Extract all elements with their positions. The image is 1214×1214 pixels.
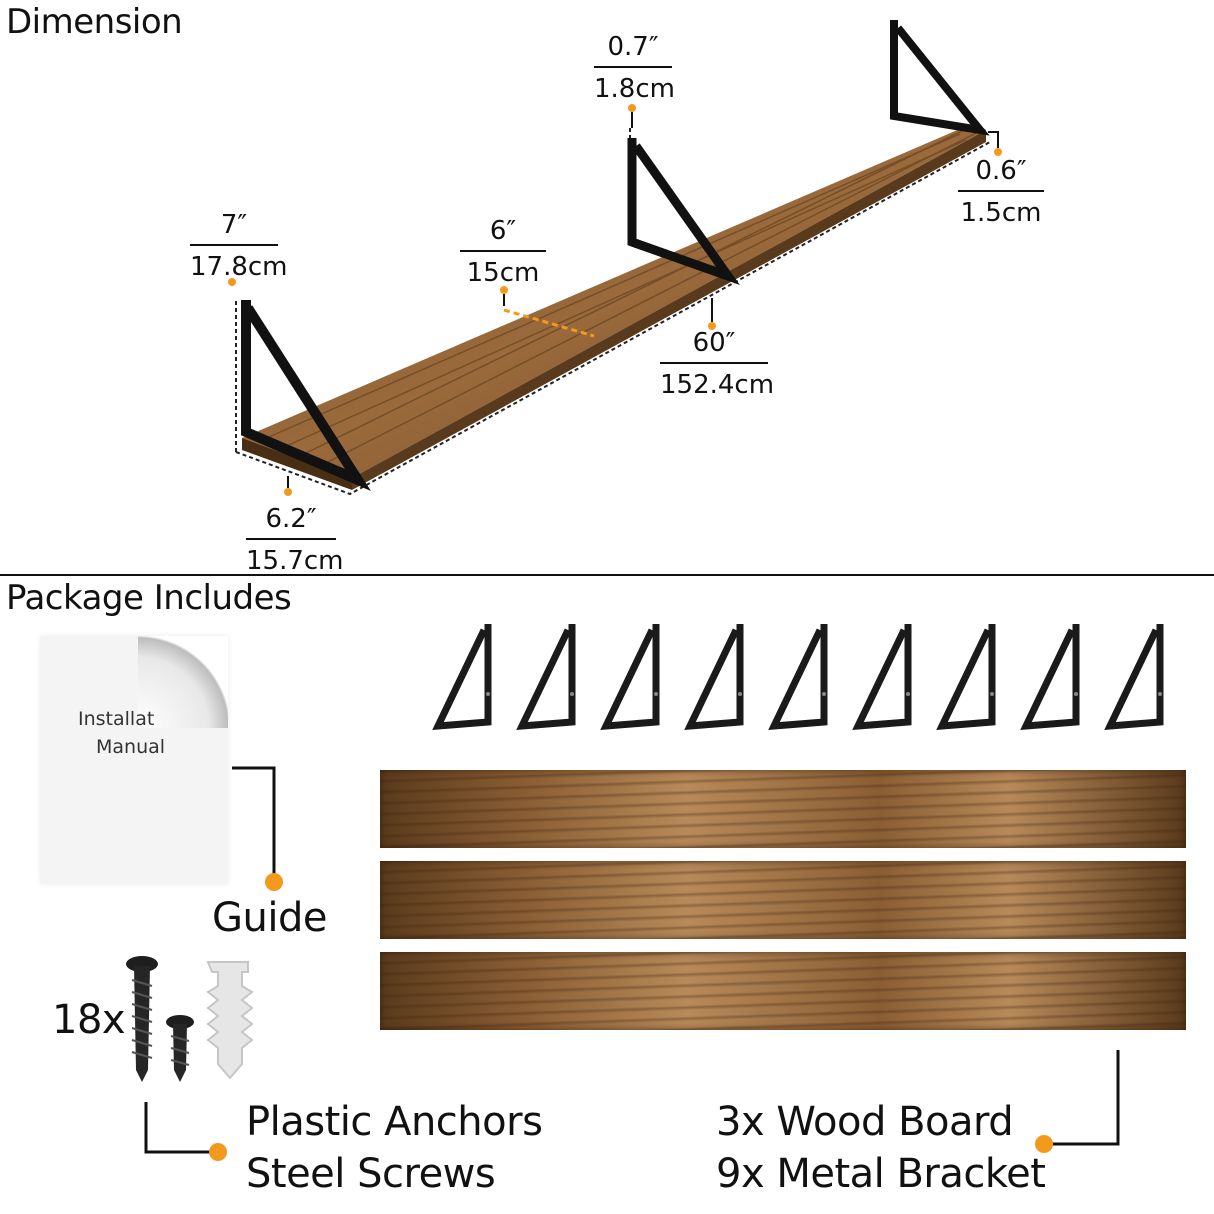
board-labels: 3x Wood Board 9x Metal Bracket [716,1096,1046,1200]
wood-board [380,770,1186,848]
plastic-anchors-label: Plastic Anchors [246,1099,543,1145]
metal-bracket-icon [516,624,576,730]
long-screw-icon [126,956,158,1082]
package-title: Package Includes [6,578,292,618]
hardware-count: 18x [52,997,126,1043]
metal-bracket-icon [936,624,996,730]
wood-board-label: 3x Wood Board [716,1099,1014,1145]
section-divider [0,574,1214,576]
dim-depth: 6″ 15cm [460,218,546,286]
dim-end-thickness: 0.6″ 1.5cm [958,158,1044,226]
installation-manual: Installat Manual [40,636,228,884]
dim-top-thickness: 0.7″ 1.8cm [594,32,675,104]
wood-board [380,952,1186,1030]
wood-board [380,861,1186,939]
guide-label: Guide [212,895,327,941]
metal-bracket-icon [684,624,744,730]
metal-bracket-icon [768,624,828,730]
dimension-title: Dimension [6,2,183,42]
manual-text-line1: Installat [78,708,155,730]
hardware-labels: Plastic Anchors Steel Screws [246,1096,543,1200]
metal-bracket-icon [1104,624,1164,730]
shelf-diagram [228,20,1002,496]
metal-bracket-icon [432,624,492,730]
manual-text-line2: Manual [96,736,166,758]
plastic-anchor-icon [206,961,254,1080]
metal-bracket-label: 9x Metal Bracket [716,1151,1046,1197]
dim-bracket-depth: 6.2″ 15.7cm [246,504,344,576]
metal-bracket-icon [1020,624,1080,730]
metal-bracket-icon [600,624,660,730]
dim-bracket-height: 7″ 17.8cm [190,210,288,282]
metal-bracket-icon [852,624,912,730]
manual-curl [138,636,228,728]
bracket-middle [627,138,740,285]
short-screw-icon [166,1015,194,1082]
bracket-right [890,20,990,136]
shelf-side-edge [352,130,986,490]
shelf-front-edge [242,438,352,490]
bracket-left [241,300,371,491]
dim-length: 60″ 152.4cm [660,328,775,400]
steel-screws-label: Steel Screws [246,1151,496,1197]
